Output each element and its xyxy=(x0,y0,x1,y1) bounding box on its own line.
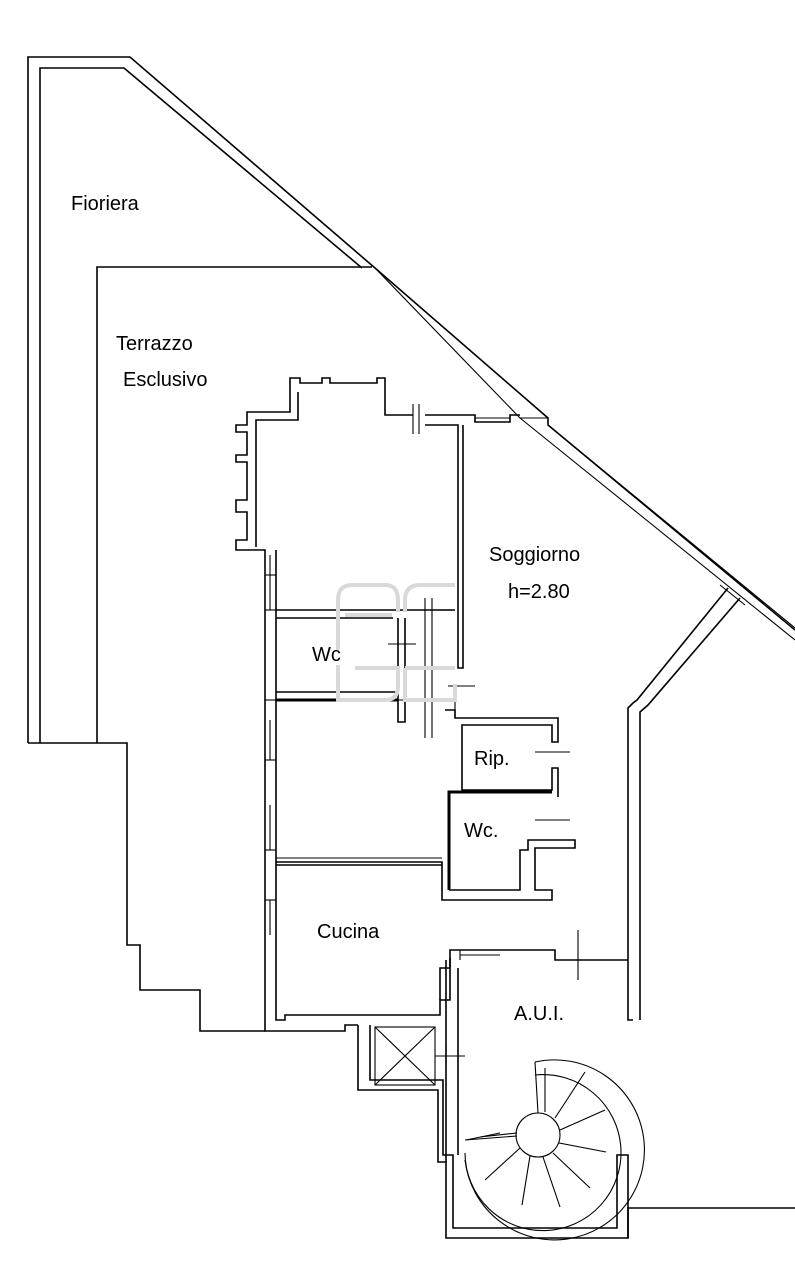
watermark-logo xyxy=(336,583,457,702)
east-wall xyxy=(627,584,746,1021)
spiral-staircase xyxy=(464,1059,645,1241)
diagonal-parapet xyxy=(374,267,795,641)
wc-2-label: Wc. xyxy=(464,820,499,842)
aui-label: A.U.I. xyxy=(514,1003,565,1025)
cucina-label: Cucina xyxy=(317,921,380,943)
cucina-walls xyxy=(276,864,628,1000)
soggiorno-label: Soggiorno xyxy=(489,544,581,566)
aui-walls xyxy=(357,960,795,1239)
soggiorno-height-label: h=2.80 xyxy=(508,581,570,603)
terrazzo-outline xyxy=(28,266,372,1032)
fioriera-outline xyxy=(27,56,795,743)
north-wall xyxy=(412,404,520,669)
wc-2-walls xyxy=(276,790,576,901)
wc-1-label: Wc xyxy=(312,644,341,666)
terrazzo-label-line1: Terrazzo xyxy=(116,333,193,355)
rip-label: Rip. xyxy=(474,748,510,770)
terrazzo-label-line2: Esclusivo xyxy=(123,369,208,391)
rip-closet-walls xyxy=(445,709,570,797)
west-windows xyxy=(265,555,276,935)
fioriera-label: Fioriera xyxy=(71,193,139,215)
apartment-perimeter xyxy=(235,377,451,1032)
